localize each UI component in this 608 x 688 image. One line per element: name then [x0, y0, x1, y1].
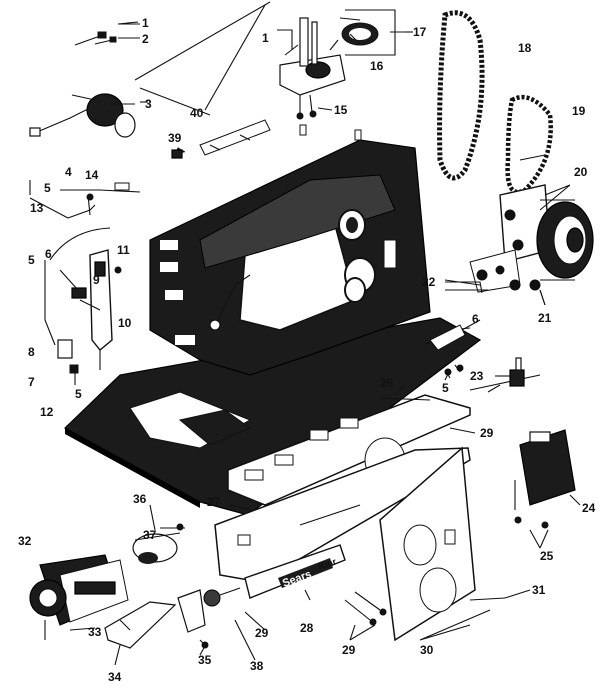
bracket-33-34	[104, 601, 177, 649]
screws-29-lower	[344, 591, 387, 626]
bobbin-winder-knob	[338, 209, 366, 241]
callout-labels: 1 2 3 4 5 13 14 39 40 1 17 16 15 18 19 2…	[18, 16, 596, 684]
callout-13: 13	[30, 201, 44, 215]
leader-lines	[29, 17, 581, 666]
callout-6b: 6	[472, 312, 479, 326]
callout-3: 3	[145, 97, 152, 111]
control-box-24	[514, 429, 576, 529]
light-bulb-assembly	[29, 93, 136, 138]
callout-25: 25	[540, 549, 554, 563]
screw-parts-1-2	[74, 23, 140, 46]
part-39	[171, 147, 186, 159]
front-panel-27	[214, 447, 471, 583]
callout-4: 4	[65, 165, 72, 179]
callout-38: 38	[250, 659, 264, 673]
capacitor-36-37	[132, 523, 185, 564]
callout-28: 28	[300, 621, 314, 635]
callout-22: 22	[422, 275, 436, 289]
stitch-dial	[344, 257, 376, 303]
callout-23: 23	[470, 369, 484, 383]
callout-40: 40	[190, 106, 204, 120]
callout-11: 11	[117, 243, 130, 257]
callout-19: 19	[572, 104, 586, 118]
callout-20: 20	[574, 165, 588, 179]
needle-bar-assembly	[277, 17, 346, 120]
drive-belt-18	[437, 10, 485, 181]
callout-10: 10	[118, 316, 132, 330]
callout-9: 9	[93, 273, 100, 287]
front-panel-slots	[160, 240, 195, 345]
parts-4-5-13-14	[29, 182, 141, 219]
callout-5: 5	[44, 181, 51, 195]
callout-1b: 1	[262, 31, 269, 45]
base-plate	[63, 317, 482, 516]
machine-body	[149, 124, 431, 376]
callout-30: 30	[420, 643, 434, 657]
callout-12: 12	[40, 405, 54, 419]
cover-plate-30	[379, 446, 506, 642]
callout-27: 27	[207, 495, 221, 509]
callout-17: 17	[413, 25, 427, 39]
callout-36: 36	[133, 492, 147, 506]
callout-7: 7	[28, 375, 35, 389]
callout-2: 2	[142, 32, 149, 46]
bracket-40	[134, 1, 271, 156]
callout-35: 35	[198, 653, 212, 667]
callout-37: 37	[143, 528, 157, 542]
switch-23	[469, 357, 541, 393]
belt-ring-16	[341, 22, 379, 46]
callout-18: 18	[518, 41, 532, 55]
callout-33: 33	[88, 625, 102, 639]
bracket-38	[177, 587, 241, 649]
callout-5d: 5	[442, 381, 449, 395]
presser-foot-assembly	[44, 227, 122, 385]
callout-15: 15	[334, 103, 348, 117]
callout-39: 39	[168, 131, 182, 145]
callout-1: 1	[142, 16, 149, 30]
callout-26: 26	[380, 376, 394, 390]
parts-5-6-right	[424, 324, 471, 379]
callout-29b: 29	[255, 626, 269, 640]
callout-24: 24	[582, 501, 596, 515]
callout-29a: 29	[480, 426, 494, 440]
callout-8: 8	[28, 345, 35, 359]
callout-16: 16	[370, 59, 384, 73]
callout-5c: 5	[75, 387, 82, 401]
callout-14: 14	[85, 168, 99, 182]
callout-5b: 5	[28, 253, 35, 267]
motor-32	[29, 554, 129, 640]
callout-31: 31	[532, 583, 546, 597]
callout-32: 32	[18, 534, 32, 548]
callout-21: 21	[538, 311, 552, 325]
callout-34: 34	[108, 670, 122, 684]
callout-6: 6	[45, 247, 52, 261]
callout-29c: 29	[342, 643, 356, 657]
